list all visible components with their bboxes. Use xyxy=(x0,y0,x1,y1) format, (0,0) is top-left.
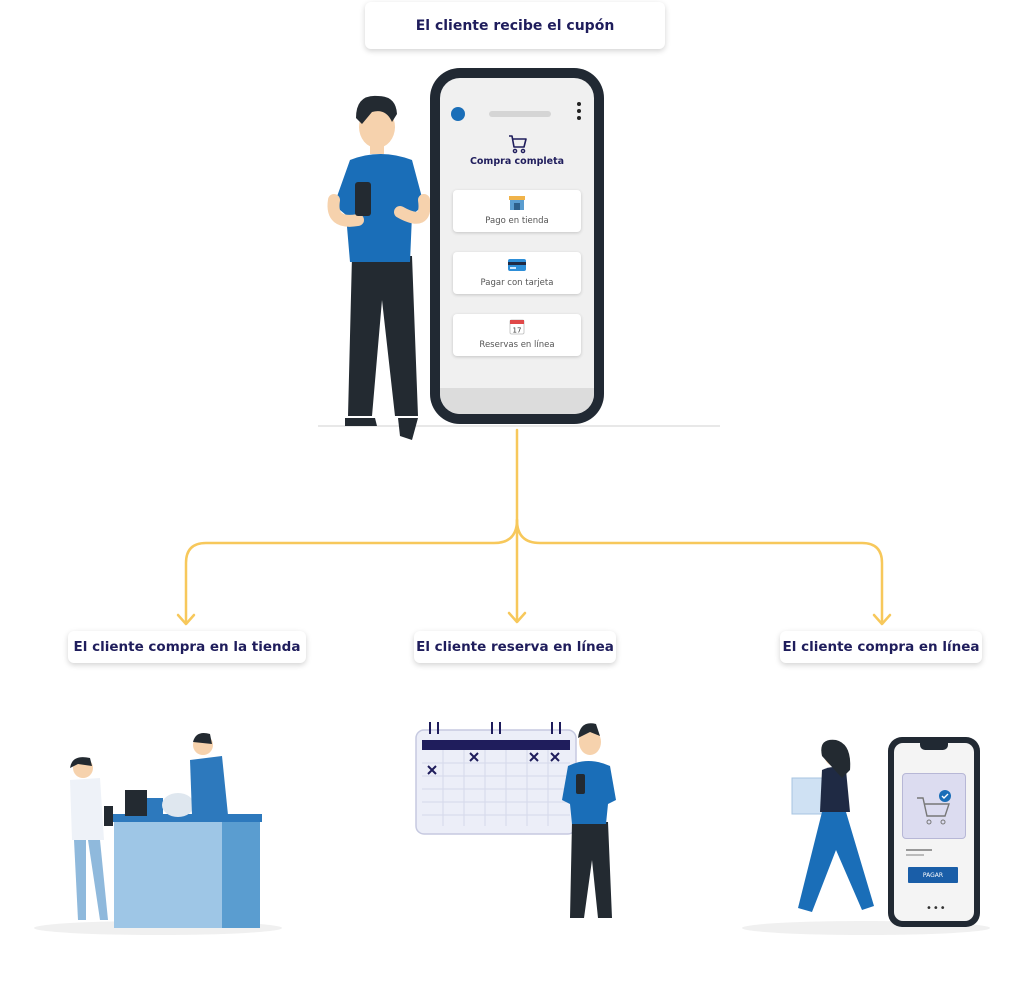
option-pay-with-card[interactable]: Pagar con tarjeta xyxy=(453,252,581,294)
more-menu-icon[interactable] xyxy=(576,102,582,124)
title-card-coupon: El cliente recibe el cupón xyxy=(365,2,665,49)
arrowhead-right xyxy=(872,613,892,626)
arrowhead-middle xyxy=(507,611,527,624)
option-label: Pagar con tarjeta xyxy=(480,278,554,288)
store-icon xyxy=(509,196,525,210)
phone-screen: Compra completa Pago en tienda Pagar con… xyxy=(440,78,594,414)
phone-bottom-bar xyxy=(440,388,594,414)
branch-label-reserve-online: El cliente reserva en línea xyxy=(416,639,614,655)
option-pay-in-store[interactable]: Pago en tienda xyxy=(453,190,581,232)
option-online-reservations[interactable]: 17 Reservas en línea xyxy=(453,314,581,356)
branch-card-buy-online: El cliente compra en línea xyxy=(780,631,982,663)
branch-label-buy-online: El cliente compra en línea xyxy=(782,639,980,655)
small-phone-mockup: PAGAR ••• xyxy=(888,737,980,927)
cart-card xyxy=(902,773,966,839)
connector-right xyxy=(515,518,884,624)
phone-mockup: Compra completa Pago en tienda Pagar con… xyxy=(430,68,604,424)
text-line xyxy=(906,854,924,856)
profile-dot xyxy=(451,107,465,121)
calendar-booking-illustration xyxy=(415,722,616,918)
credit-card-icon xyxy=(508,259,526,271)
more-dots-icon: ••• xyxy=(926,903,947,914)
branch-card-in-store: El cliente compra en la tienda xyxy=(68,631,306,663)
option-label: Pago en tienda xyxy=(485,216,549,226)
small-phone-screen: PAGAR ••• xyxy=(894,743,974,921)
purchase-complete-title: Compra completa xyxy=(469,156,565,167)
shopping-cart-icon xyxy=(509,135,527,154)
title-coupon-text: El cliente recibe el cupón xyxy=(415,17,615,34)
branch-card-reserve-online: El cliente reserva en línea xyxy=(414,631,616,663)
notch-bar xyxy=(489,111,551,117)
small-phone-notch xyxy=(920,743,948,750)
option-label: Reservas en línea xyxy=(479,340,555,350)
cart-check-icon xyxy=(917,790,951,825)
store-checkout-illustration xyxy=(70,733,262,928)
branch-label-in-store: El cliente compra en la tienda xyxy=(73,639,301,655)
arrowhead-left xyxy=(176,613,196,626)
man-with-phone-illustration xyxy=(327,95,431,440)
connector-left xyxy=(184,518,519,624)
woman-shopping-illustration xyxy=(791,739,874,912)
connector-arrows xyxy=(176,428,892,626)
text-line xyxy=(906,849,932,851)
calendar-icon: 17 xyxy=(509,319,525,335)
pay-button[interactable]: PAGAR xyxy=(908,867,958,883)
calendar-day: 17 xyxy=(513,327,522,335)
